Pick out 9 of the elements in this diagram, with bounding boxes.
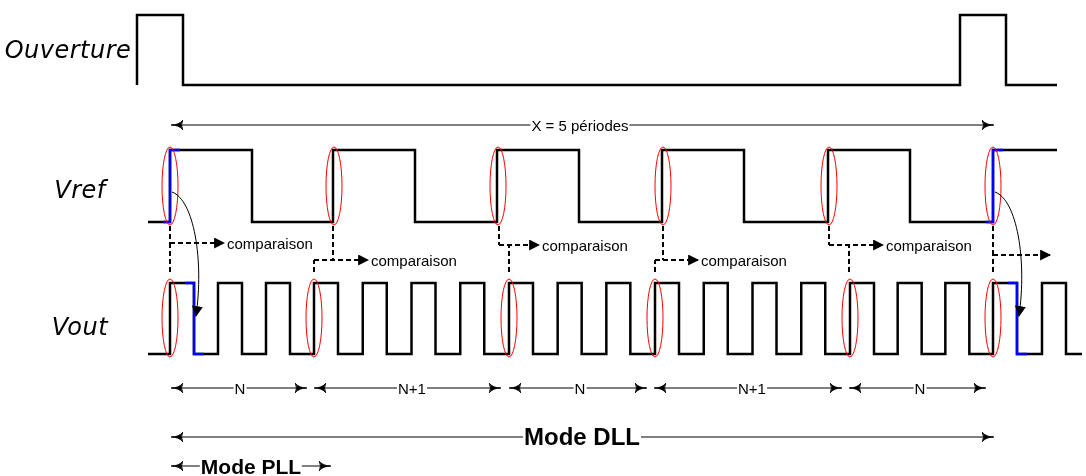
comparison-label: comparaison — [226, 235, 314, 251]
signal-name: Ouverture — [3, 38, 133, 62]
comparison-label: comparaison — [700, 252, 788, 268]
dimension-label: X = 5 périodes — [530, 117, 630, 133]
comparison-label: comparaison — [370, 252, 458, 268]
comparison-label: comparaison — [541, 237, 629, 253]
signal-name: Vout — [50, 315, 110, 339]
signal-name: Vref — [53, 178, 107, 202]
comparison-label: comparaison — [885, 237, 973, 253]
